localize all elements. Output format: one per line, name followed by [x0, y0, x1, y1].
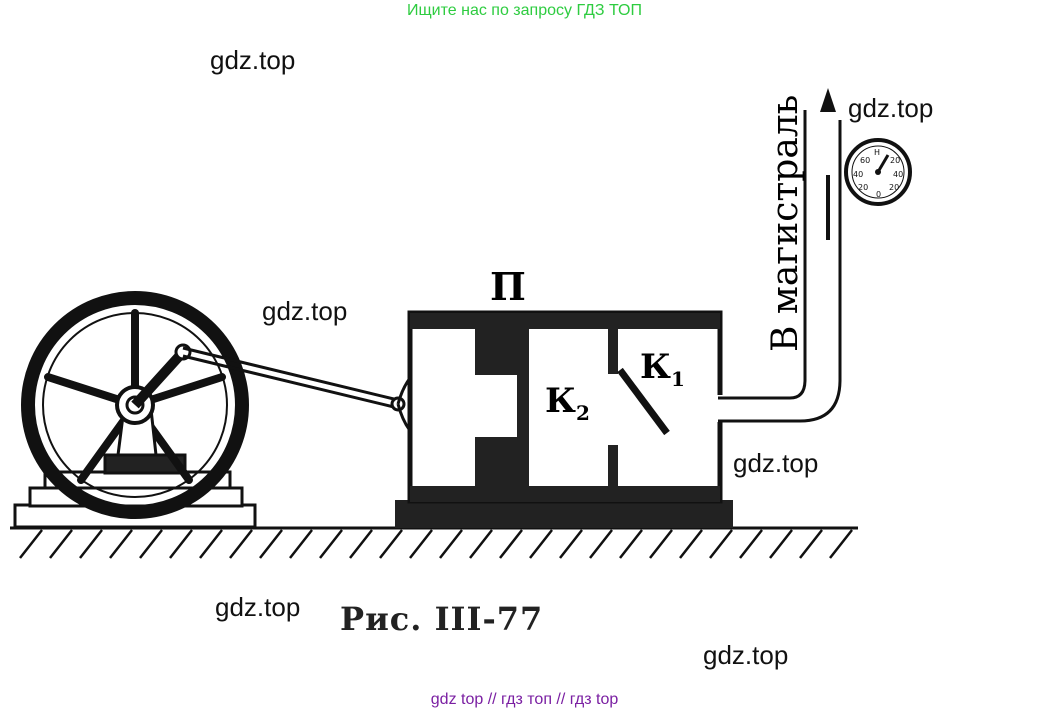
ground [10, 526, 858, 559]
valve-k2-label: К2 [545, 381, 590, 425]
gauge-tick-40-left: 40 [853, 170, 863, 179]
watermark: gdz.top [703, 640, 789, 670]
ground-hatch-line [799, 529, 823, 559]
ground-hatch-line [649, 529, 673, 559]
ground-hatch-line [139, 529, 163, 559]
gauge-tick-60: 60 [860, 156, 870, 165]
ground-hatch-line [169, 529, 193, 559]
ground-hatch-line [259, 529, 283, 559]
ground-hatch-line [199, 529, 223, 559]
pump-housing [395, 310, 733, 528]
figure-caption: Рис. III-77 [340, 600, 544, 638]
ground-hatch-line [49, 529, 73, 559]
valve-k1-label: К1 [640, 347, 685, 391]
top-banner: Ищите нас по запросу ГДЗ ТОП [407, 2, 642, 19]
ground-hatch-line [19, 529, 43, 559]
ground-hatch-line [379, 529, 403, 559]
ground-hatch-line [829, 529, 853, 559]
ground-hatch-line [589, 529, 613, 559]
ground-hatch-line [289, 529, 313, 559]
watermark: gdz.top [848, 93, 934, 123]
piston-label: П [490, 264, 526, 309]
ground-hatch-line [529, 529, 553, 559]
ground-hatch-line [559, 529, 583, 559]
flywheel [21, 291, 249, 519]
ground-hatch-line [769, 529, 793, 559]
ground-hatch-line [109, 529, 133, 559]
valve-k1-letter: К [640, 347, 671, 387]
valve-k2-sub: 2 [576, 401, 590, 425]
ground-hatch-line [79, 529, 103, 559]
ground-hatch-line [619, 529, 643, 559]
watermark: gdz.top [262, 296, 348, 326]
outlet-pipe [718, 88, 842, 423]
gauge-tick-20-right: 20 [889, 183, 899, 192]
gauge-tick-h: Н [874, 148, 880, 157]
ground-hatch-line [409, 529, 433, 559]
ground-hatch-line [739, 529, 763, 559]
ground-hatch-line [229, 529, 253, 559]
ground-hatch-line [439, 529, 463, 559]
ground-hatch-line [679, 529, 703, 559]
gauge-tick-20-top: 20 [890, 156, 900, 165]
pressure-gauge [844, 138, 912, 206]
ground-hatch-line [499, 529, 523, 559]
ground-hatch-line [709, 529, 733, 559]
gauge-ticks: 60 Н 20 40 40 20 0 20 [853, 148, 903, 199]
bottom-banner: gdz top // гдз топ // гдз top [430, 691, 619, 708]
outlet-label: В магистраль [765, 95, 806, 352]
gauge-tick-20-left: 20 [858, 183, 868, 192]
valve-k2-letter: К [545, 381, 576, 421]
ground-hatch-line [319, 529, 343, 559]
gauge-tick-0: 0 [876, 190, 881, 199]
valve-k1-sub: 1 [671, 367, 685, 391]
watermark: gdz.top [215, 592, 301, 622]
gauge-tick-40-right: 40 [893, 170, 903, 179]
watermark: gdz.top [210, 45, 296, 75]
watermark: gdz.top [733, 448, 819, 478]
ground-hatch-line [469, 529, 493, 559]
ground-hatch-line [349, 529, 373, 559]
